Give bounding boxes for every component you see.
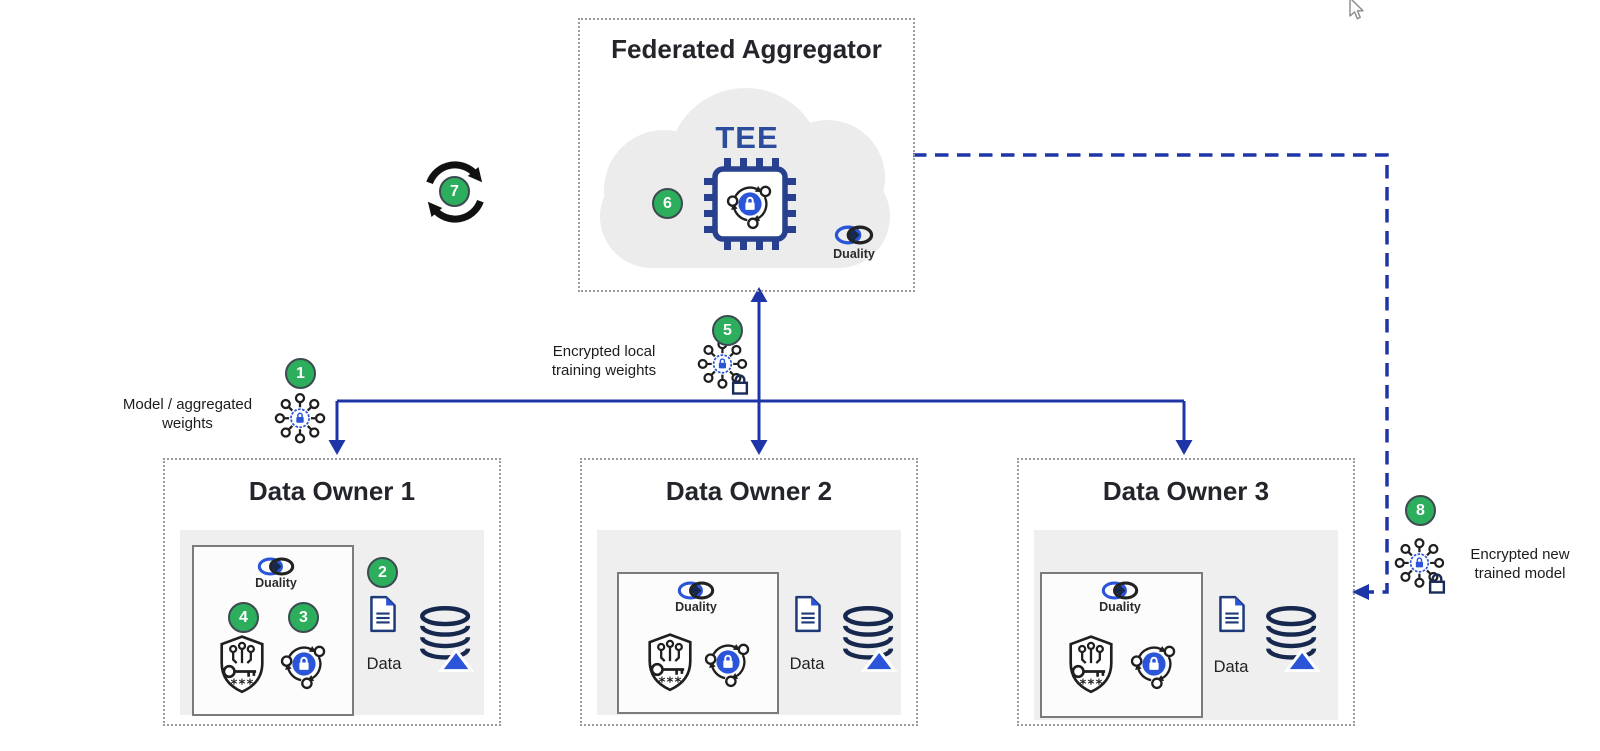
data-owner-2-box: Data Owner 2 Duality Data bbox=[580, 458, 918, 726]
tee-chip-icon bbox=[700, 154, 800, 254]
step-badge-4: 4 bbox=[228, 602, 259, 633]
encryption-key-shield-icon bbox=[1064, 634, 1118, 694]
step-badge-6: 6 bbox=[652, 188, 683, 219]
duality-logo-text: Duality bbox=[675, 600, 717, 614]
duality-logo-icon bbox=[256, 557, 296, 576]
database-icon bbox=[840, 604, 898, 674]
data-owner-1-box: Data Owner 1 Duality 4 3 2 Data bbox=[163, 458, 501, 726]
model-weights-label: Model / aggregated weights bbox=[122, 396, 253, 432]
encryption-key-shield-icon bbox=[643, 632, 697, 692]
database-icon bbox=[1263, 604, 1321, 674]
duality-logo-icon bbox=[1100, 581, 1140, 600]
owner-title: Data Owner 1 bbox=[248, 476, 416, 506]
duality-logo-text: Duality bbox=[833, 247, 875, 261]
data-label: Data bbox=[366, 655, 402, 673]
data-label: Data bbox=[1213, 658, 1249, 676]
step-badge-3: 3 bbox=[288, 602, 319, 633]
data-file-icon bbox=[1216, 594, 1248, 634]
encryption-cycle-icon bbox=[701, 635, 755, 689]
owner-title: Data Owner 2 bbox=[665, 476, 833, 506]
data-label: Data bbox=[789, 655, 825, 673]
data-owner-3-box: Data Owner 3 Duality Data bbox=[1017, 458, 1355, 726]
federated-aggregator-box: Federated Aggregator TEE 6 Duality bbox=[578, 18, 915, 292]
step-badge-5: 5 bbox=[712, 315, 743, 346]
encryption-cycle-icon bbox=[1127, 637, 1181, 691]
data-file-icon bbox=[367, 594, 399, 634]
mouse-pointer bbox=[1347, 0, 1365, 23]
step-badge-1: 1 bbox=[285, 358, 316, 389]
step-badge-8: 8 bbox=[1405, 495, 1436, 526]
aggregator-title: Federated Aggregator bbox=[611, 34, 882, 64]
tee-label: TEE bbox=[715, 120, 779, 155]
local-weights-label: Encrypted local training weights bbox=[551, 343, 657, 379]
encrypted-weights-icon bbox=[272, 392, 328, 448]
data-file-icon bbox=[792, 594, 824, 634]
encryption-cycle-icon bbox=[277, 637, 331, 691]
encrypted-weights-padlock-icon bbox=[1392, 537, 1452, 594]
step-badge-7: 7 bbox=[439, 176, 470, 207]
duality-logo-text: Duality bbox=[255, 576, 297, 590]
duality-logo-icon bbox=[832, 225, 876, 245]
step-badge-2: 2 bbox=[367, 557, 398, 588]
duality-logo-text: Duality bbox=[1099, 600, 1141, 614]
encryption-key-shield-icon bbox=[215, 634, 269, 694]
new-model-label: Encrypted new trained model bbox=[1470, 546, 1570, 582]
encrypted-weights-padlock-icon bbox=[695, 338, 755, 395]
duality-logo-icon bbox=[676, 581, 716, 600]
owner-title: Data Owner 3 bbox=[1102, 476, 1270, 506]
database-icon bbox=[417, 604, 475, 674]
